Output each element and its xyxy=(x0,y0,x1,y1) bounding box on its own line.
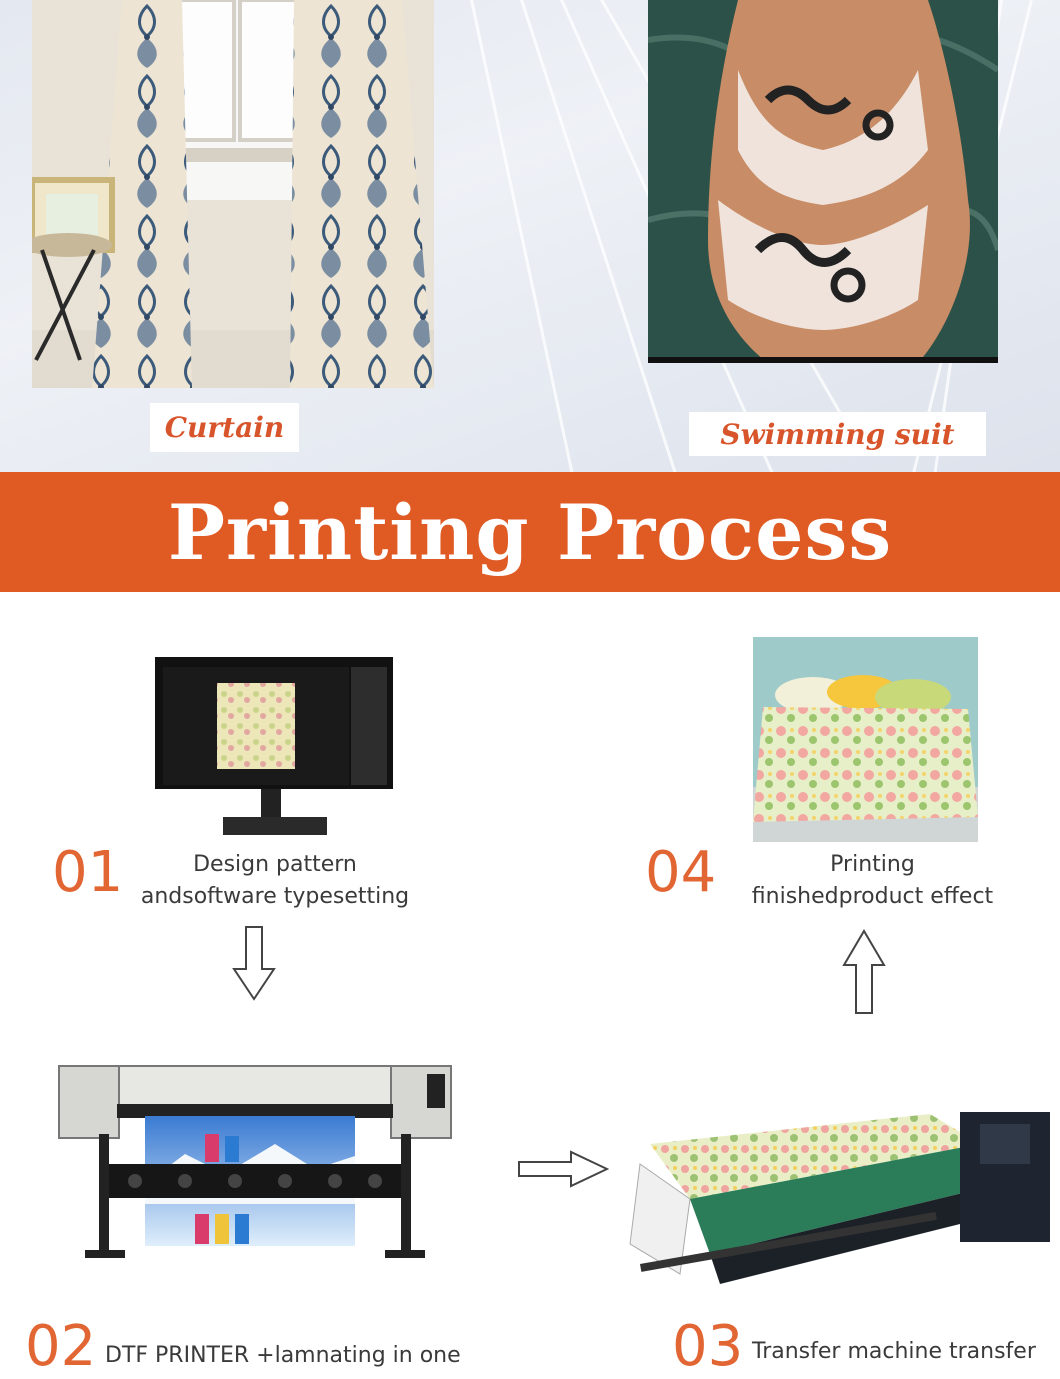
step-02-line1: DTF PRINTER +lamnating in one xyxy=(105,1343,461,1368)
swimsuit-label: Swimming suit xyxy=(689,412,986,456)
step-01-line1: Design pattern xyxy=(193,852,357,877)
step-02-text: DTF PRINTER +lamnating in one xyxy=(105,1340,485,1372)
step-04-line2: finishedproduct effect xyxy=(751,884,994,909)
step-01-text: Design pattern andsoftware typesetting xyxy=(120,849,430,913)
step-04-text: Printing finishedproduct effect xyxy=(730,849,1015,913)
step-02-number: 02 xyxy=(25,1314,97,1379)
dtf-printer-image xyxy=(55,1064,455,1264)
step-04-number: 04 xyxy=(645,840,717,905)
transfer-machine-image xyxy=(620,1104,1060,1304)
step-03-text: Transfer machine transfer xyxy=(752,1336,1052,1368)
curtain-photo xyxy=(32,0,434,388)
arrow-up-icon xyxy=(842,929,886,1014)
step-04-line1: Printing xyxy=(830,852,915,877)
step-01-line2: andsoftware typesetting xyxy=(140,884,410,909)
arrow-down-icon xyxy=(232,926,276,1001)
light-streak xyxy=(470,0,582,472)
process-section: 01 Design pattern andsoftware typesettin… xyxy=(0,592,1060,1379)
banner-title: Printing Process xyxy=(167,487,893,577)
bedding-image xyxy=(753,637,978,842)
printing-process-banner: Printing Process xyxy=(0,472,1060,592)
product-gallery: Curtain Swimming suit xyxy=(0,0,1060,472)
step-03-number: 03 xyxy=(672,1314,744,1379)
step-03-line1: Transfer machine transfer xyxy=(752,1339,1036,1364)
curtain-label: Curtain xyxy=(150,403,299,452)
arrow-right-icon xyxy=(518,1150,609,1188)
swimsuit-photo xyxy=(648,0,998,363)
step-01-number: 01 xyxy=(52,840,124,905)
monitor-image xyxy=(155,657,395,837)
